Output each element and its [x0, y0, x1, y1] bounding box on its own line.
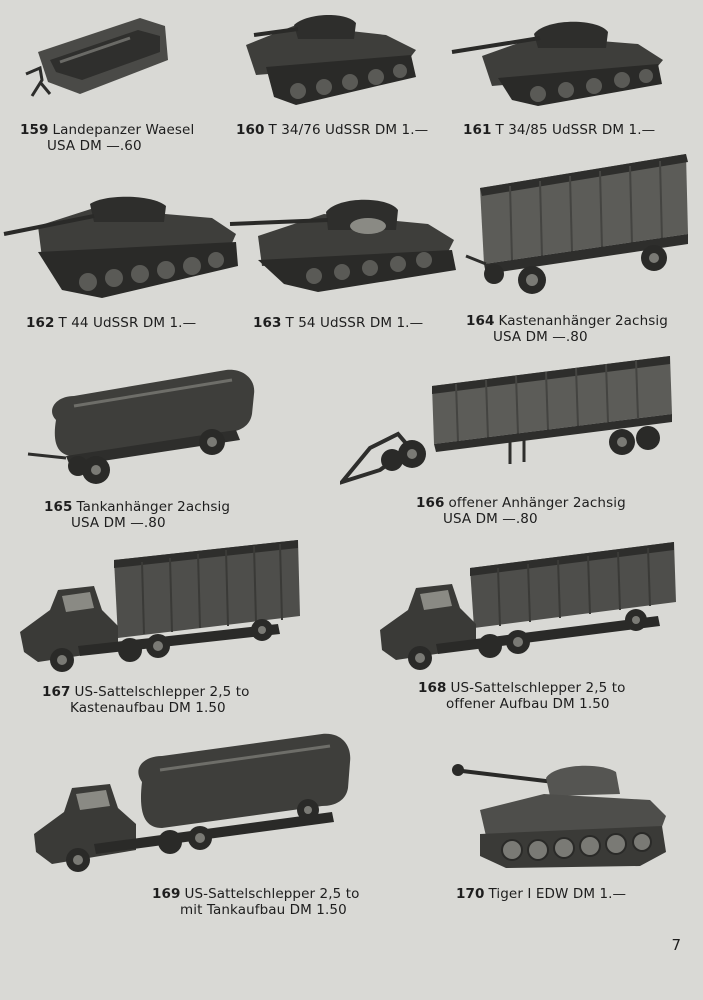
- photo-167-sattelschlepper-kasten: [18, 538, 302, 678]
- photo-170-tiger-i: [450, 760, 672, 872]
- page-number: 7: [671, 936, 681, 954]
- item-title: Landepanzer Waesel: [52, 122, 195, 138]
- item-number: 164: [466, 313, 495, 329]
- item-title: T 44 UdSSR DM 1.—: [58, 315, 197, 331]
- item-title: T 54 UdSSR DM 1.—: [285, 315, 424, 331]
- item-price: Kastenaufbau DM 1.50: [70, 700, 226, 716]
- item-number: 163: [253, 315, 282, 331]
- item-price: USA DM —.80: [443, 511, 538, 527]
- item-title: US-Sattelschlepper 2,5 to: [74, 684, 250, 700]
- item-number: 167: [42, 684, 71, 700]
- photo-168-sattelschlepper-offen: [378, 540, 678, 676]
- item-title: US-Sattelschlepper 2,5 to: [450, 680, 626, 696]
- item-number: 166: [416, 495, 445, 511]
- item-number: 165: [44, 499, 73, 515]
- item-price: mit Tankaufbau DM 1.50: [180, 902, 347, 918]
- item-number: 159: [20, 122, 49, 138]
- photo-169-sattelschlepper-tank: [32, 728, 354, 880]
- item-title: US-Sattelschlepper 2,5 to: [184, 886, 360, 902]
- item-title: Tiger I EDW DM 1.—: [488, 886, 627, 902]
- photo-163-t54: [228, 190, 460, 296]
- item-title: T 34/76 UdSSR DM 1.—: [268, 122, 429, 138]
- photo-166-offener-anhaenger: [340, 352, 676, 490]
- photo-159-landepanzer-waesel: [20, 12, 170, 102]
- item-title: offener Anhänger 2achsig: [448, 495, 626, 511]
- item-price: offener Aufbau DM 1.50: [446, 696, 610, 712]
- item-title: Kastenanhänger 2achsig: [498, 313, 668, 329]
- item-price: USA DM —.80: [493, 329, 588, 345]
- item-number: 161: [463, 122, 492, 138]
- item-number: 162: [26, 315, 55, 331]
- item-title: T 34/85 UdSSR DM 1.—: [495, 122, 656, 138]
- photo-165-tankanhaenger: [26, 366, 260, 488]
- item-number: 169: [152, 886, 181, 902]
- photo-161-t34-85: [448, 8, 673, 108]
- item-price: USA DM —.80: [71, 515, 166, 531]
- photo-164-kastenanhaenger: [462, 152, 692, 298]
- item-number: 170: [456, 886, 485, 902]
- item-title: Tankanhänger 2achsig: [76, 499, 231, 515]
- photo-162-t44: [2, 190, 242, 302]
- item-number: 160: [236, 122, 265, 138]
- item-price: USA DM —.60: [47, 138, 142, 154]
- item-number: 168: [418, 680, 447, 696]
- photo-160-t34-76: [236, 5, 426, 110]
